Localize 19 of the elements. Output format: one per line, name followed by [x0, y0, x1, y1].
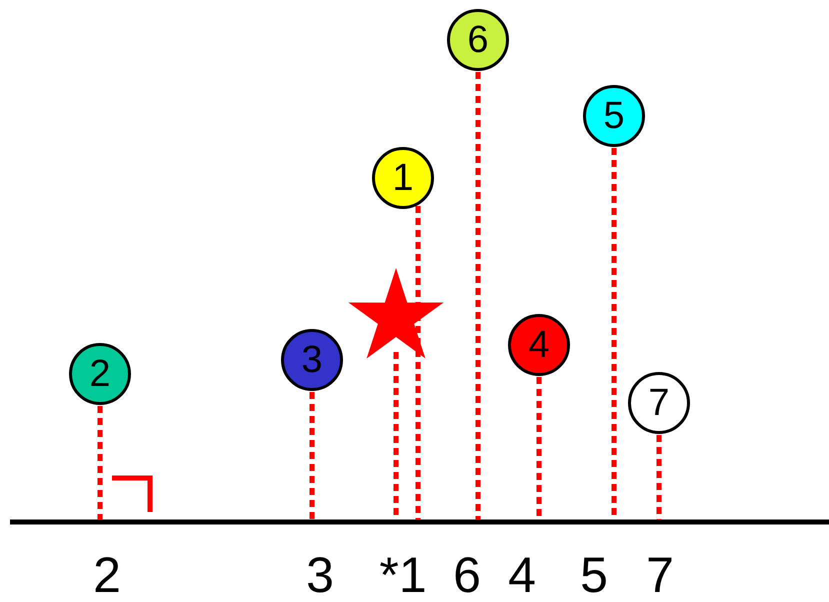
projection-line	[476, 72, 480, 520]
number-circle: 1	[372, 147, 434, 209]
axis-label: 7	[646, 550, 674, 600]
projection-line	[98, 406, 102, 520]
number-circle: 6	[447, 9, 509, 71]
axis-label: 2	[93, 550, 121, 600]
axis-label: 4	[508, 550, 536, 600]
projection-line	[656, 435, 662, 520]
projection-line	[310, 392, 314, 520]
number-circle: 3	[281, 329, 343, 391]
axis-label: 6	[453, 550, 481, 600]
number-circle: 2	[69, 343, 131, 405]
number-circle: 7	[628, 372, 690, 434]
axis-label: 3	[306, 550, 334, 600]
number-circle: 5	[583, 85, 645, 147]
projection-line	[416, 206, 420, 520]
axis-label: 5	[580, 550, 608, 600]
number-circle: 4	[508, 314, 570, 376]
axis-label: *1	[379, 550, 427, 600]
